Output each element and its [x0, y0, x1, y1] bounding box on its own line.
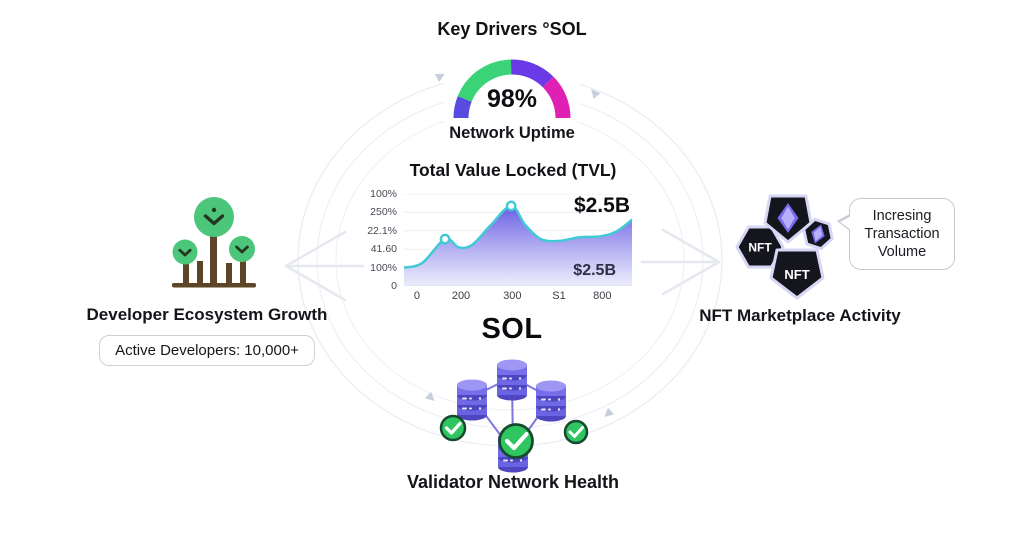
arrowhead-icon	[591, 89, 601, 99]
tvl-value-inner-label: $2.5B	[573, 262, 616, 279]
tree-trunk	[210, 235, 217, 285]
callout-line: Incresing	[872, 208, 932, 224]
flow-arrow-left-icon	[284, 230, 365, 302]
gauge-segment	[453, 96, 472, 119]
y-axis-labels: 100% 250% 22.1% 41.60 100% 0	[367, 188, 404, 292]
data-markers	[439, 200, 517, 245]
page-title: Key Drivers °SOL	[437, 19, 587, 39]
chevron-down-icon	[203, 214, 225, 226]
chart-plot-area: $2.5B $2.5B	[402, 193, 634, 287]
tree-trunk	[240, 251, 246, 285]
chevron-down-icon	[178, 248, 192, 257]
y-tick-label: 41.60	[370, 243, 397, 256]
tree-dot	[211, 207, 217, 213]
check-icon	[439, 414, 467, 442]
tree-trunk	[226, 263, 232, 285]
chart-title: Total Value Locked (TVL)	[409, 160, 617, 180]
tree-crown	[229, 236, 255, 262]
area-fill	[404, 205, 632, 286]
validator-section-label: Validator Network Health	[406, 472, 620, 492]
active-developers-badge: Active Developers: 10,000+	[99, 335, 315, 366]
y-tick-label: 100%	[370, 188, 397, 200]
y-tick-label: 0	[391, 280, 397, 292]
data-point-marker	[439, 233, 451, 245]
data-point-marker	[505, 200, 517, 212]
tvl-value-label: $2.5B	[573, 194, 630, 217]
tree-trunk	[183, 263, 189, 285]
validator-network-icon	[439, 359, 589, 473]
nft-badge-text: NFT	[748, 241, 772, 255]
callout-line: Transaction	[864, 226, 940, 243]
y-tick-label: 22.1%	[367, 224, 397, 237]
flow-arrow-right-icon	[640, 228, 721, 296]
tree-trunk	[197, 261, 203, 285]
arrowhead-icon	[424, 391, 435, 402]
ground-line	[172, 283, 256, 288]
arrowhead-icon	[604, 407, 615, 418]
chevron-down-icon	[235, 245, 249, 254]
transaction-volume-callout: Incresing Transaction Volume	[837, 198, 955, 271]
x-tick-label: 300	[503, 290, 522, 302]
tvl-chart: Total Value Locked (TVL) 100% 250% 22.1% 41…	[367, 160, 640, 306]
developer-section-label: Developer Ecosystem Growth	[86, 305, 328, 324]
y-tick-label: 100%	[370, 261, 397, 274]
sol-symbol: SOL	[481, 313, 543, 345]
x-tick-label: 200	[451, 290, 471, 302]
uptime-gauge-icon	[453, 59, 571, 119]
x-tick-label: 800	[593, 290, 612, 302]
gauge-label: Network Uptime	[449, 124, 575, 142]
x-tick-label: 0	[413, 290, 421, 302]
nft-section-label: NFT Marketplace Activity	[699, 306, 901, 325]
gauge-segment	[457, 59, 512, 103]
tree-crown	[194, 197, 234, 237]
tree-crown	[172, 239, 198, 265]
gauge-value: 98%	[486, 85, 538, 113]
check-icon	[563, 419, 589, 445]
gauge-segment	[542, 76, 571, 119]
nft-badge-text: NFT	[784, 267, 809, 282]
callout-line: Volume	[877, 244, 927, 261]
x-axis-labels: 0 200 300 S1 800	[404, 290, 632, 306]
nft-hex-badge	[735, 225, 785, 269]
gauge-segment	[510, 59, 554, 88]
nft-shield-badge	[769, 248, 825, 300]
x-tick-label: S1	[552, 290, 566, 302]
gem-hex-badge	[802, 217, 834, 251]
developer-badge-wrap: Active Developers: 10,000+	[57, 335, 357, 366]
y-tick-label: 250%	[370, 206, 397, 219]
nft-badges-icon: NFT NFT	[735, 194, 834, 300]
developer-tree-icon	[172, 197, 256, 288]
check-icon	[498, 423, 534, 459]
